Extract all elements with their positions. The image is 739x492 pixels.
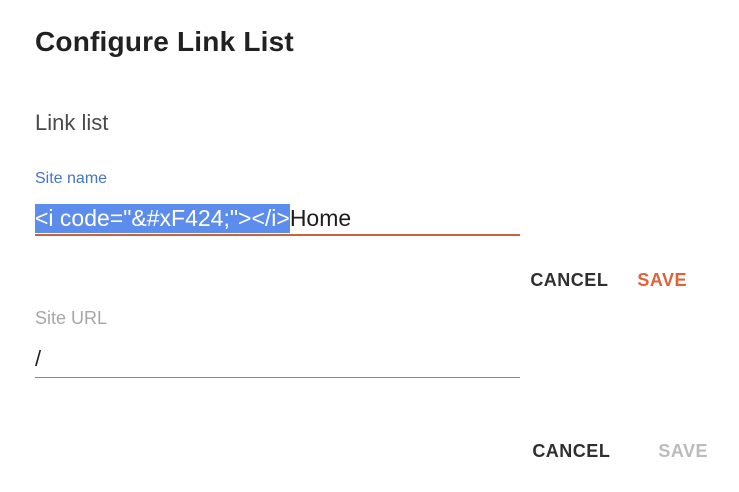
cancel-button-secondary[interactable]: CANCEL (532, 441, 611, 461)
site-name-actions: CANCEL SAVE (530, 270, 687, 291)
save-button-secondary[interactable]: SAVE (658, 441, 708, 461)
site-url-actions: CANCEL SAVE (532, 441, 708, 462)
site-name-unselected-text: Home (289, 205, 352, 231)
site-name-label: Site name (35, 170, 108, 187)
site-url-label: Site URL (35, 308, 108, 328)
site-url-input[interactable]: / (35, 342, 520, 378)
page-title: Configure Link List (35, 26, 294, 57)
site-name-selected-text: <i code="&#xF424;"></i> (35, 204, 290, 233)
save-button-primary[interactable]: SAVE (637, 270, 687, 290)
site-name-input[interactable]: <i code="&#xF424;"></i>Home (35, 202, 520, 236)
link-list-section-label: Link list (35, 110, 109, 135)
cancel-button-primary[interactable]: CANCEL (530, 270, 609, 290)
